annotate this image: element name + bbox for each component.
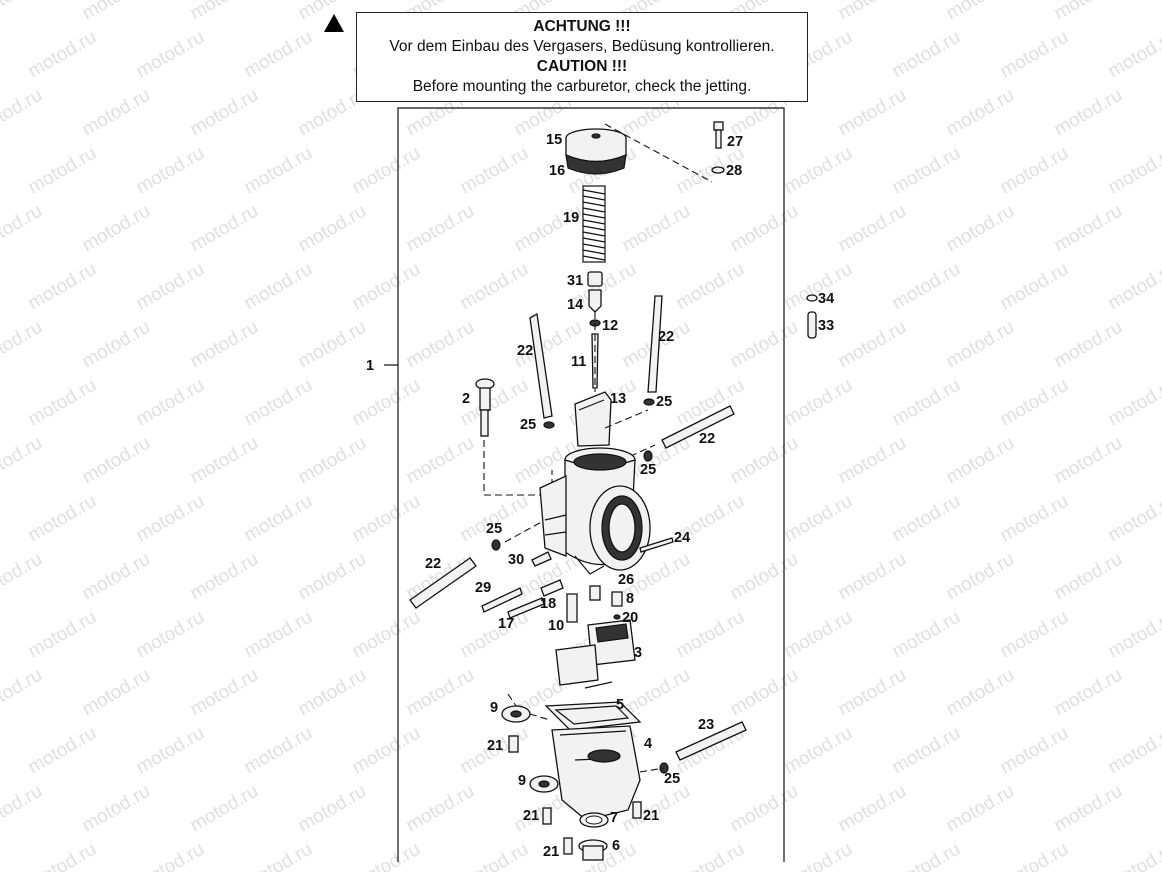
carb-top-cap (565, 128, 627, 175)
spring-30 (531, 551, 552, 567)
part-24 (639, 537, 674, 553)
o-ring-34 (806, 294, 818, 302)
screw-21-a (508, 735, 519, 753)
dash-hose-right (604, 409, 649, 429)
part-33 (807, 311, 817, 339)
clamp-25-d (491, 539, 501, 551)
clamp-25-b (643, 398, 655, 406)
screw-21-d (563, 837, 573, 855)
callout-17: 17 (498, 616, 514, 632)
washer-20 (613, 614, 621, 620)
callout-28: 28 (726, 163, 742, 179)
overflow-hose-23 (675, 721, 747, 761)
bracket-9-lower (529, 775, 559, 793)
bracket-9-upper (501, 705, 531, 723)
clamp-25-c (643, 450, 653, 462)
callout-25-e: 25 (664, 771, 680, 787)
vent-hose-22-right (647, 295, 663, 393)
callout-6: 6 (612, 838, 620, 854)
callout-25-a: 25 (520, 417, 536, 433)
callout-21-a: 21 (487, 738, 503, 754)
callout-25-c: 25 (640, 462, 656, 478)
callout-5: 5 (616, 697, 624, 713)
drain-plug-6 (578, 839, 608, 861)
warning-triangle-icon (324, 14, 344, 32)
dash-bracket (507, 693, 551, 721)
o-ring-7-inner (585, 815, 603, 825)
vent-hose-22-mid (661, 405, 735, 449)
callout-12: 12 (602, 318, 618, 334)
spring-18 (540, 579, 564, 597)
callout-25-b: 25 (656, 394, 672, 410)
callout-14: 14 (567, 297, 583, 313)
float-3 (555, 619, 636, 689)
throttle-slide-13 (574, 391, 612, 447)
float-bowl-4 (551, 725, 641, 821)
callout-8: 8 (626, 591, 634, 607)
callout-13: 13 (610, 391, 626, 407)
callout-22-c: 22 (699, 431, 715, 447)
callout-23: 23 (698, 717, 714, 733)
throttle-spring (582, 185, 606, 263)
screw-21-c (632, 801, 642, 819)
vent-hose-22-lower (409, 557, 477, 609)
jet-8 (611, 591, 623, 607)
vent-hose-22-left (529, 312, 553, 419)
callout-22-d: 22 (425, 556, 441, 572)
callout-1: 1 (366, 358, 374, 374)
callout-21-d: 21 (543, 844, 559, 860)
air-screw-2 (475, 378, 495, 437)
screw-21-b (542, 807, 552, 825)
callout-30: 30 (508, 552, 524, 568)
callout-2: 2 (462, 391, 470, 407)
callout-15: 15 (546, 132, 562, 148)
callout-21-b: 21 (523, 808, 539, 824)
callout-4: 4 (644, 736, 652, 752)
carburetor-body (539, 447, 651, 575)
callout-9-lower: 9 (518, 773, 526, 789)
gasket-5-inner (554, 705, 630, 725)
part-31 (587, 271, 603, 287)
main-jet-10 (566, 593, 578, 623)
callout-29: 29 (475, 580, 491, 596)
callout-27: 27 (727, 134, 743, 150)
callout-33: 33 (818, 318, 834, 334)
callout-3: 3 (634, 645, 642, 661)
callout-26: 26 (618, 572, 634, 588)
warning-text-en: Before mounting the carburetor, check th… (412, 78, 752, 95)
needle-clip-14 (588, 289, 602, 313)
callout-19: 19 (563, 210, 579, 226)
clamp-25-a (543, 421, 555, 429)
callout-22-b: 22 (658, 329, 674, 345)
warning-title-en: CAUTION !!! (536, 58, 628, 75)
callout-11: 11 (571, 354, 586, 370)
dash-hose-mid (599, 444, 656, 471)
assembly-frame (397, 107, 785, 862)
callout-10: 10 (548, 618, 564, 634)
warning-text-de: Vor dem Einbau des Vergasers, Bedüsung k… (389, 38, 775, 55)
callout-16: 16 (549, 163, 565, 179)
warning-title-de: ACHTUNG !!! (533, 18, 631, 35)
callout-34: 34 (818, 291, 834, 307)
callout-20: 20 (622, 610, 638, 626)
warning-notice: ACHTUNG !!! Vor dem Einbau des Vergasers… (356, 12, 808, 102)
callout-18: 18 (540, 596, 556, 612)
bolt-27 (713, 121, 724, 149)
callout-9-upper: 9 (490, 700, 498, 716)
dash-hose-lower (504, 519, 546, 543)
dash-cap-bolt (604, 123, 713, 183)
callout-31: 31 (567, 273, 583, 289)
dash-hose-23 (639, 767, 665, 773)
screw-29 (481, 587, 523, 613)
callout-25-d: 25 (486, 521, 502, 537)
callout-22-a: 22 (517, 343, 533, 359)
washer-28 (711, 166, 725, 174)
jet-26 (589, 585, 601, 601)
callout-7: 7 (610, 810, 618, 826)
callout-21-c: 21 (643, 808, 659, 824)
callout-24: 24 (674, 530, 690, 546)
screw-17 (507, 597, 545, 619)
